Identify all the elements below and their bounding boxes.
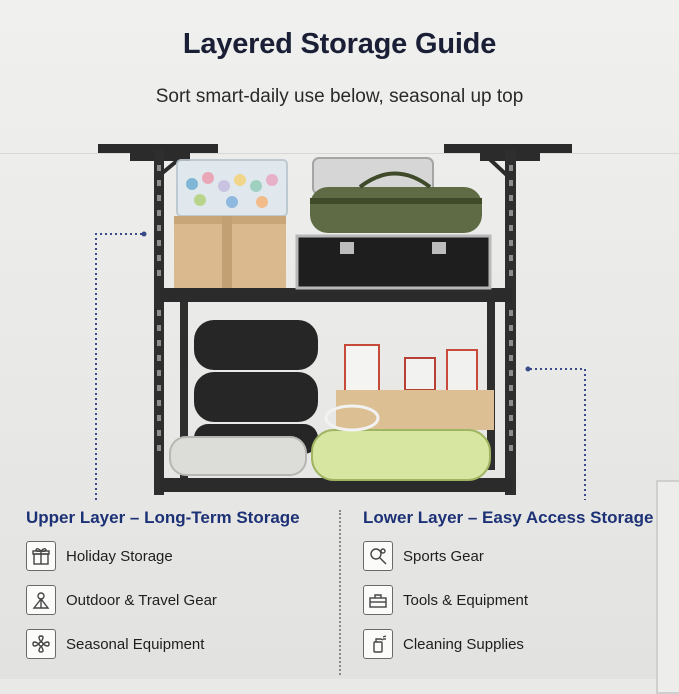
list-item-outdoor-travel-gear: Outdoor & Travel Gear xyxy=(26,584,217,616)
ceiling-edge xyxy=(0,153,679,154)
page-subtitle: Sort smart-daily use below, seasonal up … xyxy=(155,86,524,107)
tire-stack xyxy=(194,320,318,454)
post-holes xyxy=(157,165,513,451)
upper-callout-dot xyxy=(141,231,147,237)
paint-buckets xyxy=(344,344,478,393)
lower-layer-heading: Lower Layer – Easy Access Storage xyxy=(363,508,654,527)
lower-callout-dot xyxy=(525,366,531,372)
upper-layer-heading: Upper Layer – Long-Term Storage xyxy=(26,508,300,527)
brace-left xyxy=(158,148,192,177)
toolbox-icon xyxy=(363,585,393,615)
upper-callout xyxy=(95,233,142,500)
column-divider xyxy=(339,510,341,675)
fan-icon xyxy=(26,629,56,659)
list-item-cleaning-supplies: Cleaning Supplies xyxy=(363,628,524,660)
list-item-tools-equipment: Tools & Equipment xyxy=(363,584,528,616)
list-item-holiday-storage: Holiday Storage xyxy=(26,540,173,572)
list-item-seasonal-equipment: Seasonal Equipment xyxy=(26,628,204,660)
lower-cardboard-box xyxy=(336,390,494,430)
tennis-racket xyxy=(324,404,380,432)
list-item-label: Outdoor & Travel Gear xyxy=(66,591,217,609)
list-item-label: Cleaning Supplies xyxy=(403,635,524,653)
list-item-label: Holiday Storage xyxy=(66,547,173,565)
rack-posts xyxy=(154,150,516,495)
camping-icon xyxy=(26,585,56,615)
overhead-storage-rack-illustration xyxy=(95,144,586,500)
sports-gear-icon xyxy=(363,541,393,571)
yoga-mat-roll xyxy=(169,436,307,476)
gift-icon xyxy=(26,541,56,571)
equipment-case xyxy=(295,234,492,290)
golf-bag xyxy=(311,429,491,481)
spray-bottle-icon xyxy=(363,629,393,659)
duffel-bag xyxy=(310,171,482,233)
ornament-bin xyxy=(176,159,288,217)
lower-shelf xyxy=(160,478,512,492)
list-item-label: Seasonal Equipment xyxy=(66,635,205,653)
list-item-label: Tools & Equipment xyxy=(403,591,529,609)
cardboard-box xyxy=(174,216,286,288)
list-item-sports-gear: Sports Gear xyxy=(363,540,484,572)
lower-callout xyxy=(530,368,586,500)
page-title: Layered Storage Guide xyxy=(182,28,497,60)
upper-shelf xyxy=(160,288,512,302)
list-item-label: Sports Gear xyxy=(403,547,484,565)
